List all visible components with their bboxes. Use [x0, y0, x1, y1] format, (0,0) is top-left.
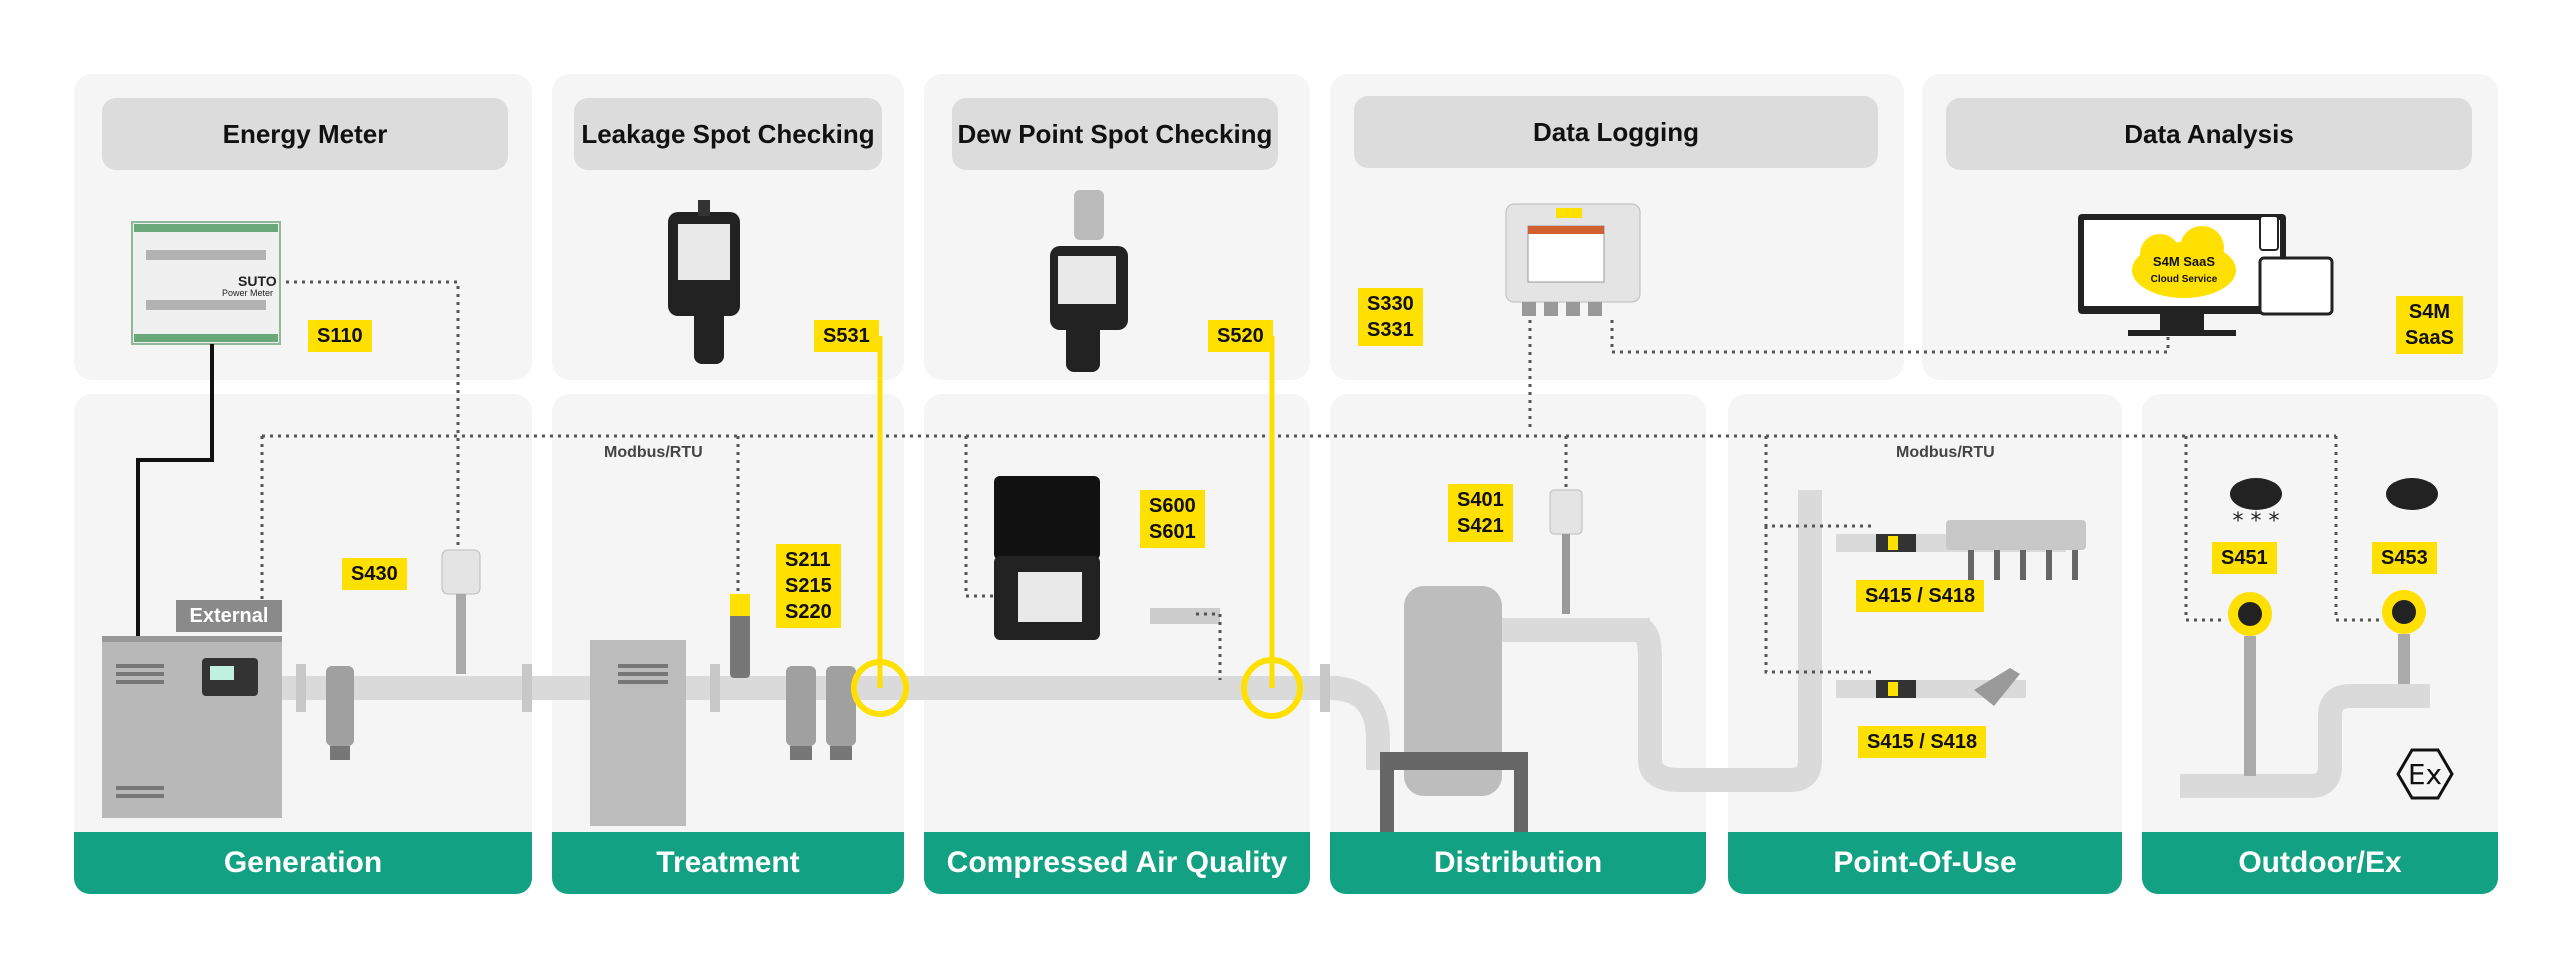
filter-treatment-1	[786, 666, 816, 746]
modbus-label-treatment: Modbus/RTU	[604, 444, 703, 461]
s601-probe	[1150, 608, 1220, 624]
ex-symbol-icon	[2396, 748, 2454, 800]
snow-cloud-icon	[2230, 478, 2282, 510]
header-data-logging: Data Logging	[1354, 96, 1878, 168]
header-energy-meter: Energy Meter	[102, 98, 508, 170]
monitor-device	[2078, 214, 2286, 336]
tag-s401-s421: S401 S421	[1448, 484, 1513, 542]
tag-s601-text: S601	[1149, 521, 1196, 543]
tag-s430: S430	[342, 558, 407, 590]
power-meter-caption: Power Meter	[222, 288, 273, 298]
tag-s330-s331: S330 S331	[1358, 288, 1423, 346]
header-dew-point-spot-checking: Dew Point Spot Checking	[952, 98, 1278, 170]
tag-s211-s215-s220: S211 S215 S220	[776, 544, 841, 628]
ex-label: Ex	[2408, 758, 2442, 791]
compressor-generation	[102, 636, 282, 818]
footer-distribution: Distribution	[1330, 832, 1706, 894]
tag-s451: S451	[2212, 542, 2277, 574]
phone-device	[2259, 215, 2279, 251]
panel-compressed-air-quality	[924, 394, 1310, 894]
footer-point-of-use: Point-Of-Use	[1728, 832, 2122, 894]
outdoor-sensor-s453	[2382, 590, 2426, 684]
tag-s220-text: S220	[785, 601, 832, 623]
dotted-bus-lines	[260, 280, 2380, 674]
footer-compressed-air-quality: Compressed Air Quality	[924, 832, 1310, 894]
footer-generation: Generation	[74, 832, 532, 894]
tag-s421-text: S421	[1457, 515, 1504, 537]
tank-distribution	[1380, 586, 1528, 832]
dew-point-device	[1050, 190, 1128, 372]
flow-meter-pou-1	[1876, 534, 1916, 552]
brand-label-power-meter: SUTO	[238, 273, 277, 289]
modbus-label-point-of-use: Modbus/RTU	[1896, 444, 1995, 461]
footer-outdoor-ex: Outdoor/Ex	[2142, 832, 2498, 894]
tag-s330-text: S330	[1367, 293, 1414, 315]
header-data-analysis: Data Analysis	[1946, 98, 2472, 170]
spray-gun	[1974, 668, 2020, 706]
cloud-line-1: S4M SaaS	[2153, 254, 2215, 269]
tag-s600-s601: S600 S601	[1140, 490, 1205, 548]
outdoor-sensor-s451	[2228, 592, 2272, 776]
tag-s331-text: S331	[1367, 319, 1414, 341]
flow-meter-pou-2	[1876, 680, 1916, 698]
tag-s415-s418-lower: S415 / S418	[1858, 726, 1987, 758]
tablet-device	[2258, 256, 2334, 316]
footer-treatment: Treatment	[552, 832, 904, 894]
machine-pou	[1946, 520, 2086, 580]
dryer-treatment	[590, 640, 686, 826]
tag-s4m-text: S4M	[2408, 301, 2451, 323]
flow-sensor-generation	[441, 549, 481, 674]
power-meter-device	[131, 221, 281, 345]
power-cable	[136, 344, 214, 636]
tag-s215-text: S215	[785, 575, 832, 597]
tag-s211-text: S211	[785, 549, 831, 571]
s600-case	[994, 476, 1100, 640]
filter-treatment-2	[826, 666, 856, 746]
tag-s415-s418-upper: S415 / S418	[1856, 580, 1985, 612]
panel-outdoor-ex	[2142, 394, 2498, 894]
filter-generation	[326, 666, 354, 746]
snowflakes-icon: * * *	[2233, 509, 2280, 534]
dew-point-sensor-distribution	[1549, 489, 1583, 614]
data-logger-device	[1505, 203, 1641, 316]
tag-s453: S453	[2372, 542, 2437, 574]
tag-s4m-saas: S4M SaaS	[2396, 296, 2463, 354]
panel-point-of-use	[1728, 394, 2122, 894]
tag-s401-text: S401	[1457, 489, 1504, 511]
tag-s531: S531	[814, 320, 879, 352]
external-label: External	[176, 600, 282, 632]
leakage-probe-point	[851, 659, 909, 717]
header-leakage-spot-checking: Leakage Spot Checking	[574, 98, 882, 170]
distribution-pipe	[1500, 618, 1650, 642]
tag-s520: S520	[1208, 320, 1273, 352]
tag-s110: S110	[308, 320, 372, 352]
cloud-line-2: Cloud Service	[2151, 274, 2218, 285]
leakage-detector-device	[668, 200, 740, 364]
dew-point-probe-point	[1241, 657, 1303, 719]
tag-s600-text: S600	[1149, 495, 1196, 517]
tag-saas-text: SaaS	[2405, 327, 2454, 349]
storm-cloud-icon	[2386, 478, 2438, 510]
